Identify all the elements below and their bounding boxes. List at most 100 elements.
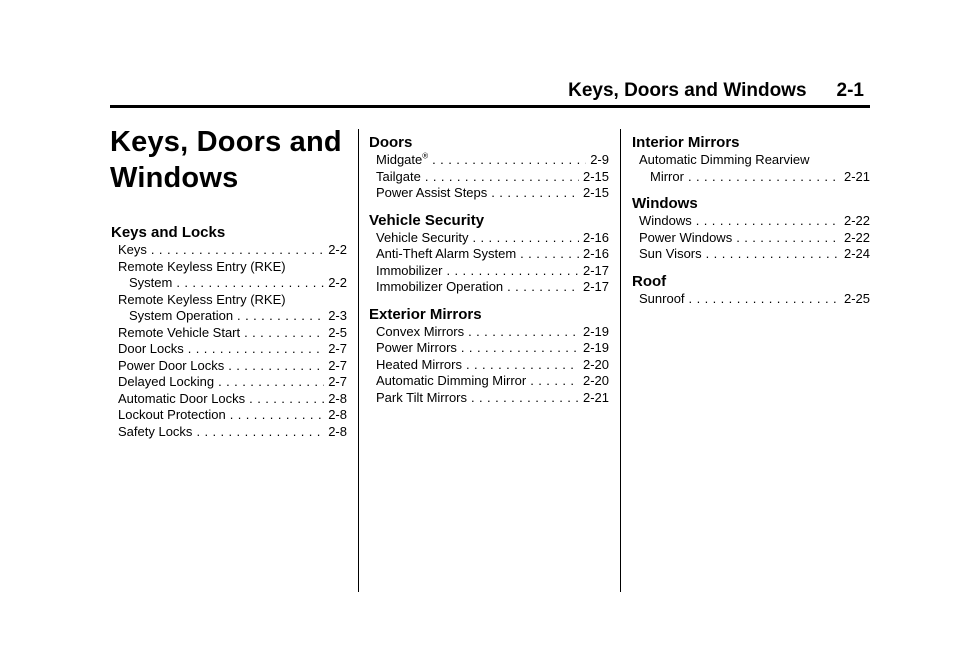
toc-page-number: 2-2 [328, 242, 347, 257]
toc-page-number: 2-22 [843, 213, 870, 228]
toc-entry-title: Immobilizer [376, 263, 442, 280]
toc-entry-text: Keys [118, 242, 147, 257]
dot-leader [507, 279, 579, 296]
toc-entry[interactable]: Sunroof 2-25 [632, 291, 870, 308]
toc-page-number: 2-8 [328, 390, 347, 406]
toc-entry[interactable]: System2-2 [111, 275, 347, 292]
toc-entry[interactable]: Immobilizer Operation 2-17 [369, 279, 609, 296]
toc-page-number: 2-15 [582, 168, 609, 184]
toc-entry[interactable]: Keys 2-2 [111, 242, 347, 259]
toc-page-number: 2-21 [582, 389, 609, 405]
dot-leader [520, 246, 579, 263]
toc-entry-text: Windows [639, 213, 692, 228]
toc-entry-title: Mirror [650, 169, 684, 186]
toc-entry-title: Heated Mirrors [376, 357, 462, 374]
toc-entry-text: Heated Mirrors [376, 356, 462, 372]
toc-entry[interactable]: Automatic Dimming Mirror 2-20 [369, 373, 609, 390]
toc-page-number: 2-17 [582, 279, 609, 294]
toc-entry[interactable]: Sun Visors 2-24 [632, 246, 870, 263]
toc-page-number: 2-20 [582, 373, 609, 388]
toc-entry[interactable]: Windows 2-22 [632, 213, 870, 230]
dot-leader [491, 185, 579, 202]
toc-entry[interactable]: Door Locks2-7 [111, 341, 347, 358]
dot-leader [432, 152, 586, 169]
toc-entry[interactable]: Remote Vehicle Start2-5 [111, 325, 347, 342]
toc-entry-text: Safety Locks [118, 423, 193, 439]
toc-entry[interactable]: Delayed Locking2-7 [111, 374, 347, 391]
toc-entry-text: Immobilizer [376, 262, 443, 278]
toc-entry-title: Midgate® [376, 152, 428, 169]
toc-entry[interactable]: Power Assist Steps 2-15 [369, 185, 609, 202]
toc-entry-title: Keys [118, 242, 147, 259]
toc-entry-text: Sunroof [639, 290, 685, 306]
toc-entry[interactable]: Vehicle Security 2-16 [369, 230, 609, 247]
toc-section-roof: Roof Sunroof2-25 [632, 273, 870, 308]
toc-entry-title: Automatic Dimming Mirror [376, 373, 526, 390]
section-heading: Exterior Mirrors [369, 305, 482, 323]
dot-leader [176, 275, 324, 292]
toc-entry-text: Power Assist Steps [376, 185, 488, 200]
toc-entry[interactable]: System Operation2-3 [111, 308, 347, 325]
toc-entry[interactable]: Heated Mirrors2-20 [369, 357, 609, 374]
toc-entry-title: Sun Visors [639, 246, 702, 263]
toc-entry-text: System Operation [129, 308, 234, 323]
toc-entry[interactable]: Safety Locks2-8 [111, 424, 347, 441]
toc-entry-title: Immobilizer Operation [376, 279, 503, 296]
toc-page-number: 2-16 [582, 229, 609, 245]
toc-entry-title-line: Remote Keyless Entry (RKE) [118, 258, 286, 274]
column-divider [620, 129, 621, 592]
toc-page-number: 2-8 [328, 407, 347, 422]
toc-entry-title-line: Automatic Dimming Rearview [639, 152, 810, 167]
toc-entry-text: Mirror [650, 168, 684, 184]
toc-page-number: 2-15 [582, 185, 609, 200]
dot-leader [218, 374, 324, 391]
toc-entry-text: Power Windows [639, 229, 733, 245]
toc-entry[interactable]: Power Door Locks2-7 [111, 358, 347, 375]
registered-mark: ® [422, 151, 429, 161]
toc-entry[interactable]: Power Mirrors2-19 [369, 340, 609, 357]
page-number: 2-1 [836, 80, 864, 101]
dot-leader [461, 340, 579, 357]
dot-leader [688, 169, 840, 186]
dot-leader [151, 242, 324, 259]
toc-entry[interactable]: Automatic Door Locks 2-8 [111, 391, 347, 408]
toc-entry-text: Automatic Door Locks [118, 390, 246, 406]
toc-entry-title: Power Door Locks [118, 358, 224, 375]
toc-entry[interactable]: Lockout Protection 2-8 [111, 407, 347, 424]
toc-page-number: 2-25 [843, 290, 870, 306]
toc-entry-text: Tailgate [376, 168, 421, 184]
toc-page-number: 2-17 [582, 262, 609, 278]
toc-entry-text: Anti-Theft Alarm System [376, 246, 517, 261]
toc-entry[interactable]: Mirror2-21 [632, 169, 870, 186]
dot-leader [471, 390, 579, 407]
toc-entry-text: Vehicle Security [376, 229, 469, 245]
running-header-title: Keys, Doors and Windows [568, 80, 807, 101]
toc-entry[interactable]: Convex Mirrors2-19 [369, 324, 609, 341]
toc-entry-title: System Operation [129, 308, 233, 325]
toc-entry[interactable]: Park Tilt Mirrors 2-21 [369, 390, 609, 407]
dot-leader [188, 341, 324, 358]
toc-entry-title: Door Locks [118, 341, 184, 358]
toc-entry-title: Park Tilt Mirrors [376, 390, 467, 407]
toc-entry-title: Vehicle Security [376, 230, 469, 247]
dot-leader [466, 357, 579, 374]
header-rule [110, 105, 870, 108]
toc-entry-text: Immobilizer Operation [376, 279, 504, 294]
toc-entry-text: Power Door Locks [118, 357, 225, 373]
toc-entry[interactable]: Midgate®2-9 [369, 152, 609, 169]
toc-page-number: 2-19 [582, 340, 609, 355]
dot-leader [706, 246, 840, 263]
toc-entry-title: Automatic Door Locks [118, 391, 245, 408]
toc-entry[interactable]: Immobilizer 2-17 [369, 263, 609, 280]
toc-entry[interactable]: Anti-Theft Alarm System2-16 [369, 246, 609, 263]
toc-entry-title: Windows [639, 213, 692, 230]
dot-leader [530, 373, 579, 390]
toc-entry[interactable]: Tailgate 2-15 [369, 169, 609, 186]
toc-entry-text: Lockout Protection [118, 407, 226, 422]
dot-leader [228, 358, 324, 375]
toc-section-vehicle-security: Vehicle Security Vehicle Security 2-16Ant… [369, 212, 609, 296]
toc-page-number: 2-24 [843, 246, 870, 261]
